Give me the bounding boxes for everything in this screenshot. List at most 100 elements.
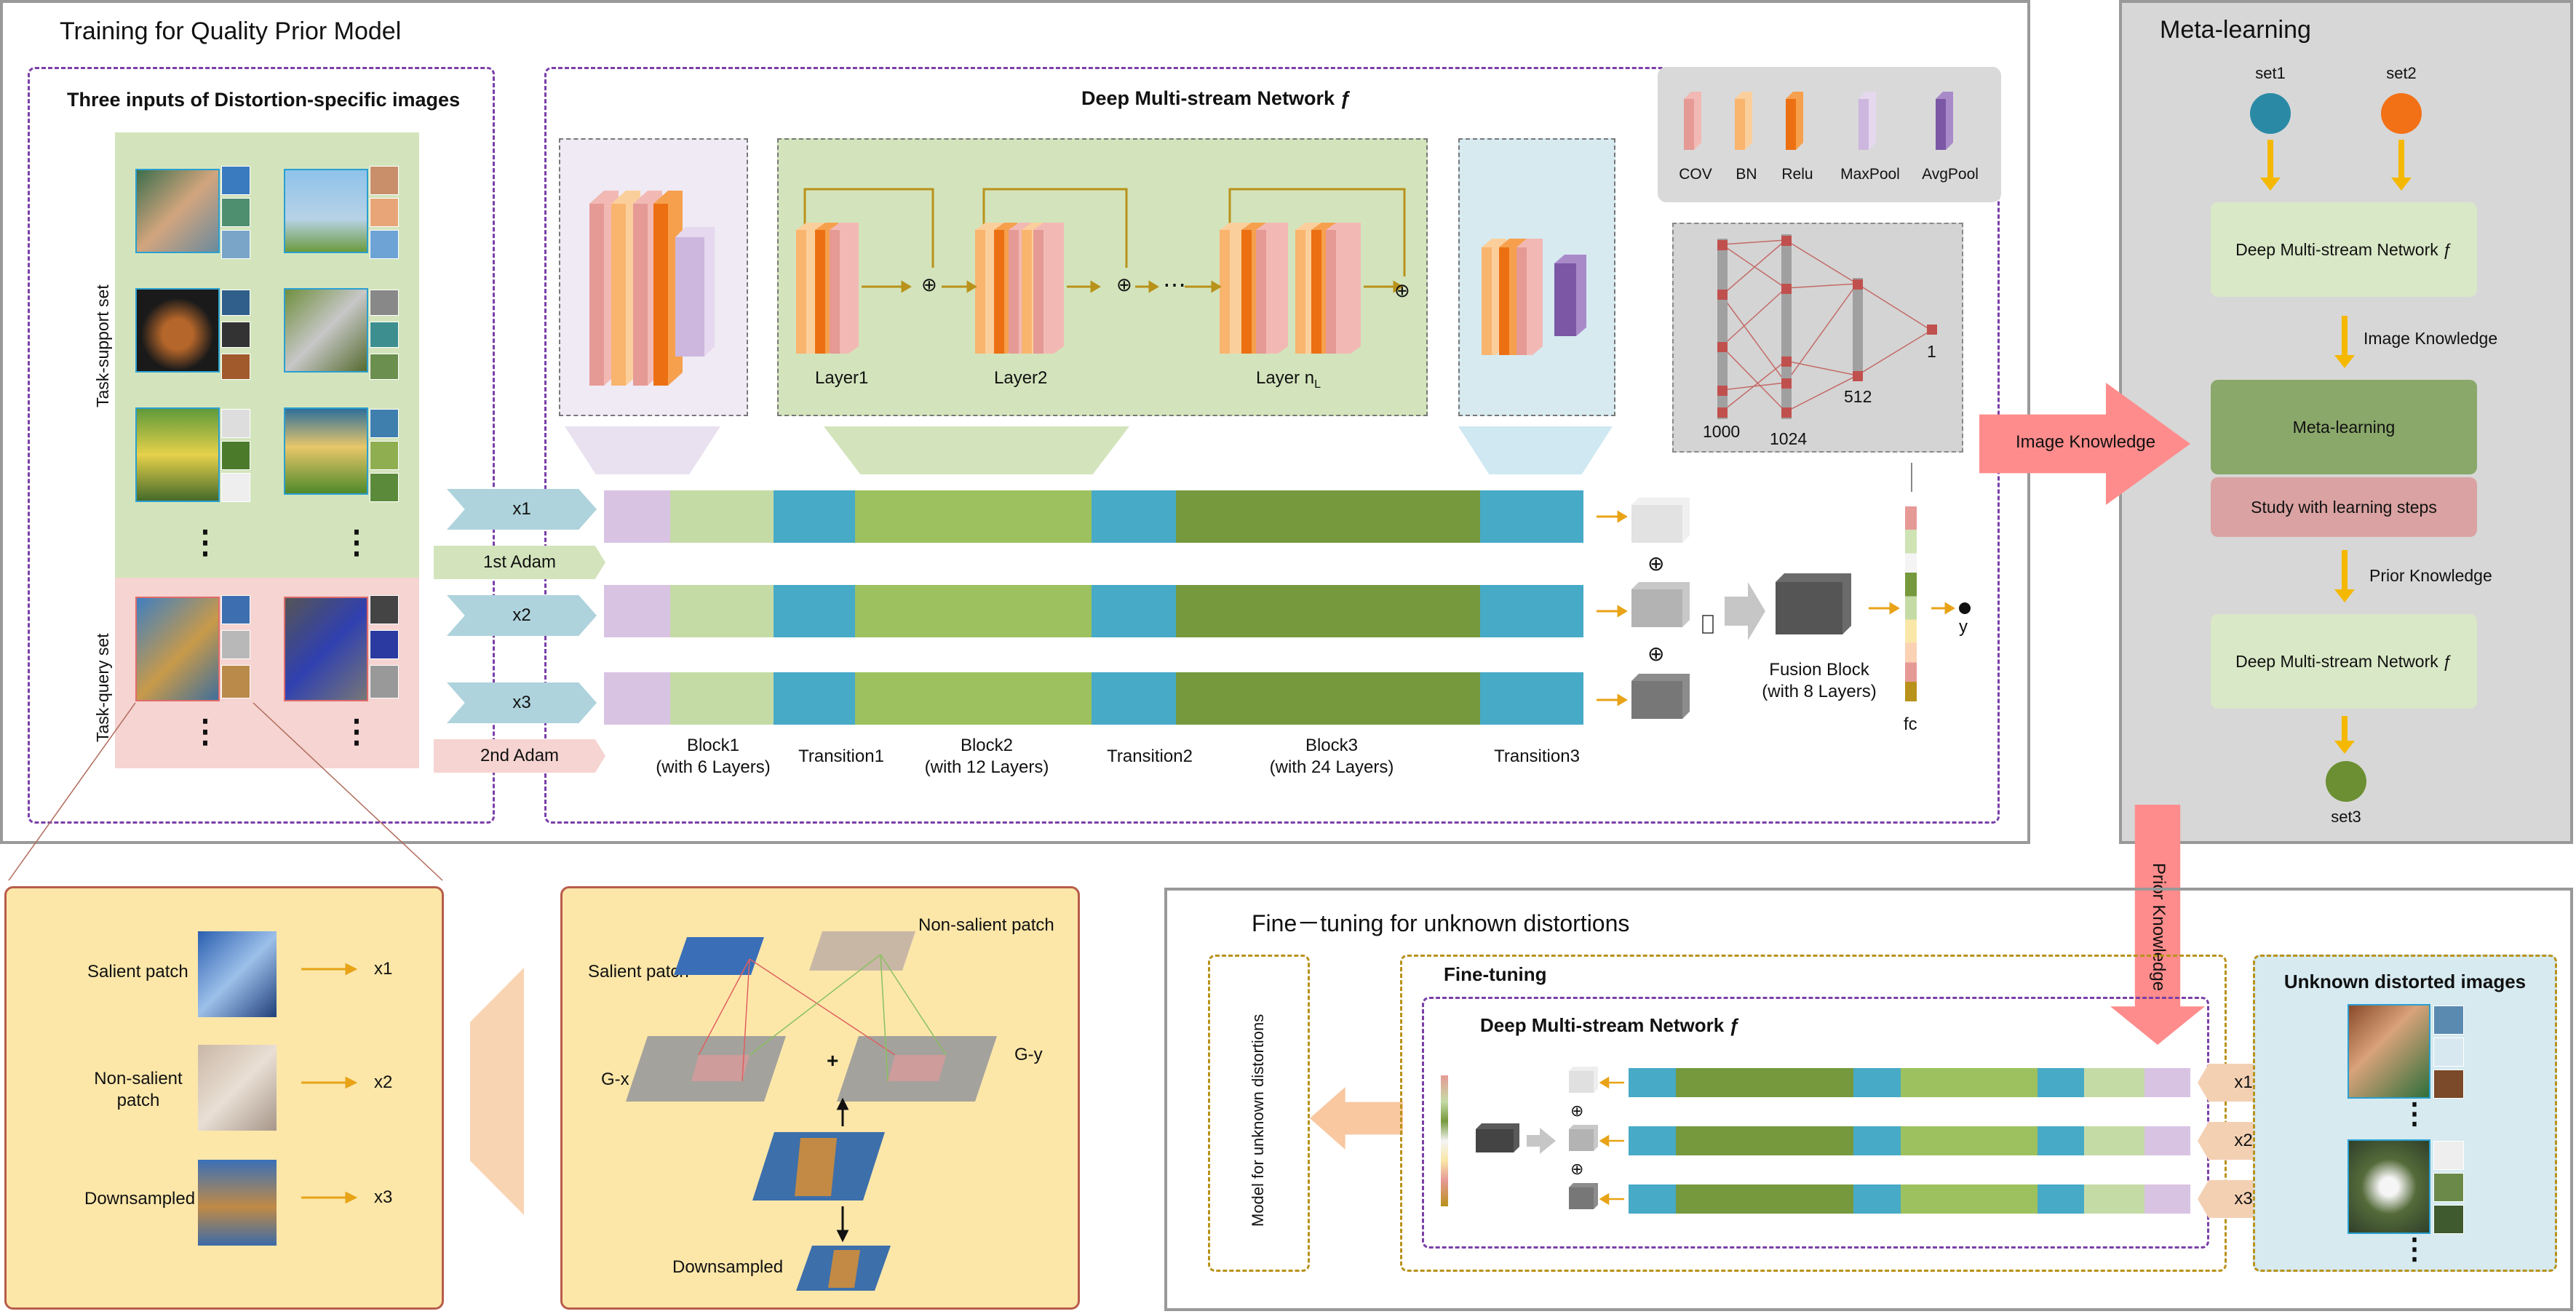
support-thumb (370, 473, 399, 502)
meta-learning-box: Meta-learning (2211, 380, 2477, 474)
stream-1 (604, 490, 1583, 543)
patch-salient-label: Salient patch (87, 962, 188, 981)
stream-segment (1900, 1126, 2038, 1155)
unknown-thumb (2433, 1205, 2464, 1234)
patch-salient-img (198, 931, 277, 1017)
support-image-2 (284, 169, 368, 253)
block3-l1: Block3 (1305, 736, 1359, 755)
stream-segment (1629, 1184, 1676, 1214)
zoom-lines (8, 702, 443, 881)
unknown-dots: ⋮ (2400, 1233, 2429, 1265)
plus-2: ⊕ (1116, 274, 1132, 295)
patch-nonsalient-l1: Non-salient (94, 1069, 183, 1088)
unknown-thumb (2433, 1173, 2464, 1202)
fc-bar (1905, 506, 1917, 701)
support-thumb (370, 290, 399, 316)
block3-label: Block3(with 24 Layers) (1259, 735, 1404, 779)
ft-stream-1 (1629, 1068, 2190, 1097)
stream-segment (604, 672, 671, 725)
patch-downsampled-label: Downsampled (84, 1189, 196, 1209)
legend-bn: BN (1736, 166, 1757, 183)
saliency-gy: G-y (1014, 1045, 1043, 1064)
layer2-label: Layer2 (994, 368, 1048, 388)
ft-plus-1: ⊕ (1570, 1102, 1584, 1120)
fusion-l1: Fusion Block (1769, 660, 1869, 680)
support-thumb (370, 322, 399, 348)
fc-network (1717, 234, 1937, 419)
stream-segment (1675, 1068, 1854, 1097)
stream-segment (1479, 672, 1583, 725)
block2-l1: Block2 (960, 736, 1014, 755)
stream-segment (1675, 1184, 1854, 1214)
stream-segment (2037, 1184, 2085, 1214)
stream-segment (1900, 1184, 2038, 1214)
stream-segment (604, 585, 671, 637)
legend-avgpool: AvgPool (1922, 166, 1979, 183)
meta-prior-knowledge: Prior Knowledge (2369, 566, 2492, 585)
stream-segment (2037, 1068, 2085, 1097)
patch-nonsalient-img (198, 1045, 277, 1131)
ft-stream-3 (1629, 1184, 2190, 1214)
support-image-4 (284, 288, 368, 373)
support-image-1 (135, 169, 220, 253)
stream-segment (604, 490, 671, 543)
image-knowledge-arrow-label: Image Knowledge (2016, 432, 2156, 452)
plus-streams-2: ⊕ (1647, 642, 1665, 665)
stream-segment (1091, 585, 1176, 637)
finetune-panel (1164, 888, 2573, 1311)
fc-1: 1 (1927, 342, 1936, 361)
unknown-title: Unknown distorted images (2283, 971, 2527, 992)
set3-label: set3 (2331, 808, 2361, 826)
stream-segment (2084, 1184, 2145, 1214)
set2-circle (2381, 93, 2422, 134)
support-thumb (221, 409, 250, 438)
query-image-2 (284, 597, 368, 701)
finetune-title: Fine－tuning for unknown distortions (1252, 910, 1630, 936)
stream-segment (1853, 1068, 1901, 1097)
unknown-image-1 (2348, 1004, 2430, 1099)
fusion-label: Fusion Block(with 8 Layers) (1746, 659, 1892, 703)
support-thumb (221, 322, 250, 348)
block2-label: Block2 (with 12 Layers) (914, 735, 1060, 779)
saliency-salient-label: Salient patch (588, 962, 689, 981)
stream-segment (670, 490, 774, 543)
block1-label: Block1(with 6 Layers) (640, 735, 786, 779)
support-thumb (370, 230, 399, 259)
patch-x2: x2 (374, 1072, 393, 1092)
query-thumb (370, 665, 399, 698)
layer1-label: Layer1 (815, 368, 869, 388)
patch-nonsalient-l2: patch (116, 1091, 160, 1110)
patch-nonsalient-label: Non-salient patch (80, 1068, 196, 1112)
stream-segment (1629, 1068, 1676, 1097)
fc-1000: 1000 (1703, 422, 1741, 441)
support-set-label: Task-support set (93, 284, 112, 407)
model-box (1208, 955, 1310, 1272)
transition3-label: Transition3 (1494, 746, 1580, 766)
stream-2 (604, 585, 1583, 637)
meta-dmn-1: Deep Multi-stream Network ƒ (2211, 202, 2477, 297)
patch-x3: x3 (374, 1187, 393, 1207)
layer-detail-diagram (796, 188, 1406, 354)
block2-l2: (with 12 Layers) (924, 757, 1049, 777)
support-thumb (370, 166, 399, 195)
saliency-downsampled: Downsampled (672, 1257, 784, 1277)
stream-segment (2084, 1126, 2145, 1155)
panel-connector (470, 968, 524, 1215)
fc-512: 512 (1844, 387, 1872, 406)
block-detail-1-layers (589, 191, 715, 386)
stream-segment (2144, 1184, 2190, 1214)
saliency-nonsalient-label: Non-salient patch (918, 915, 1054, 935)
stream-segment (1479, 585, 1583, 637)
stream-segment (1853, 1126, 1901, 1155)
support-thumb (370, 409, 399, 438)
stream-segment (855, 585, 1092, 637)
fc-up-arrow (1911, 463, 1912, 492)
query-thumb (221, 665, 250, 698)
layern-sub: L (1314, 378, 1321, 391)
model-label: Model for unknown distortions (1249, 1014, 1267, 1227)
unknown-thumb (2433, 1070, 2464, 1099)
meta-image-knowledge: Image Knowledge (2364, 329, 2498, 348)
stream-segment (1175, 490, 1480, 543)
adam-1: 1st Adam (434, 546, 605, 579)
legend-maxpool: MaxPool (1840, 166, 1900, 183)
